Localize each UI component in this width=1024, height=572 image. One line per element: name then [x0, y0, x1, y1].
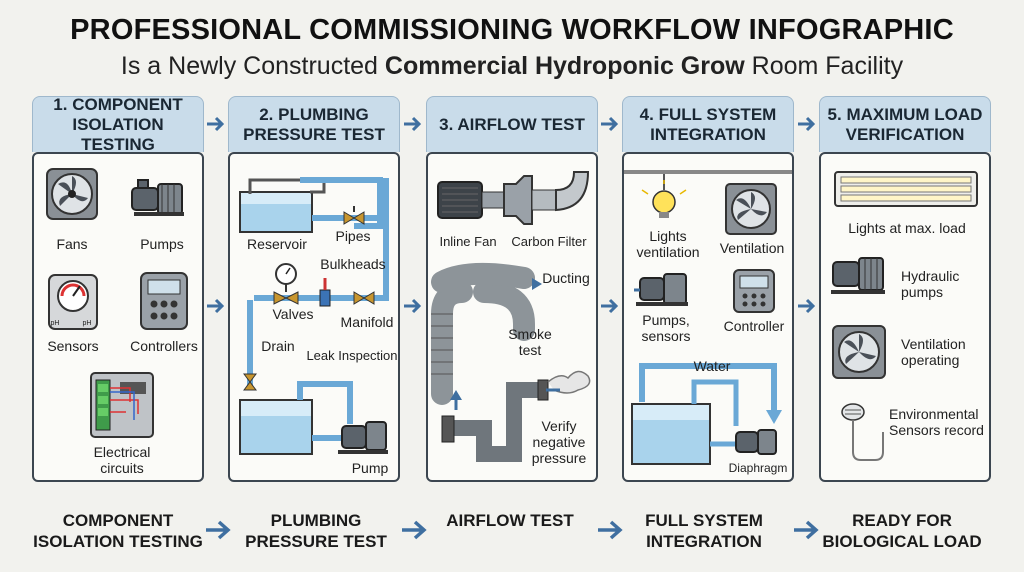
step-4-panel: Lights ventilation Ventilation Pumps, se…: [622, 152, 794, 482]
lights-max-load-label: Lights at max. load: [848, 220, 966, 236]
integration-diagram: [624, 170, 792, 465]
bottom-arrow-icon: [598, 520, 623, 540]
flow-arrow-icon: [207, 116, 225, 132]
flow-arrow-icon: [798, 116, 816, 132]
smoke-test-label: Smoke test: [508, 326, 552, 358]
bottom-arrow-icon: [794, 520, 819, 540]
flow-arrow-icon: [601, 298, 619, 314]
step-2-heading: 2. PLUMBING PRESSURE TEST: [228, 96, 400, 152]
controller-icon: [140, 272, 188, 330]
subtitle-text-end: Room Facility: [744, 52, 904, 80]
page-subtitle: Is a Newly Constructed Commercial Hydrop…: [0, 52, 1024, 81]
pumps-sensors-label: Pumps, sensors: [641, 312, 691, 344]
bottom-arrow-icon: [402, 520, 427, 540]
reservoir-label: Reservoir: [247, 236, 307, 252]
step-2-column: 2. PLUMBING PRESSURE TEST: [228, 96, 400, 152]
fan-icon: [46, 168, 98, 220]
bottom-step-1: COMPONENT ISOLATION TESTING: [33, 511, 203, 551]
step-5-column: 5. MAXIMUM LOAD VERIFICATION: [819, 96, 991, 152]
diaphragm-label: Diaphragm: [728, 461, 788, 475]
bottom-step-2: PLUMBING PRESSURE TEST: [245, 511, 387, 551]
controllers-label: Controllers: [130, 338, 198, 354]
valves-label: Valves: [272, 306, 314, 322]
flow-arrow-icon: [207, 298, 225, 314]
electrical-label: Electrical circuits: [93, 444, 151, 476]
airflow-diagram: [431, 171, 591, 462]
environmental-sensors-label: Environmental Sensors record: [889, 406, 984, 438]
step-1-column: 1. COMPONENT ISOLATION TESTING: [32, 95, 204, 154]
ventilation-operating-label: Ventilation operating: [901, 336, 966, 368]
flow-arrow-icon: [404, 116, 422, 132]
ph-label: pH: [82, 320, 92, 327]
step-5-panel: Lights at max. load Hydraulic pumps Vent…: [819, 152, 991, 482]
bottom-step-5: READY FOR BIOLOGICAL LOAD: [822, 511, 982, 551]
leak-inspection-label: Leak Inspection: [306, 348, 398, 363]
page-title: PROFESSIONAL COMMISSIONING WORKFLOW INFO…: [70, 14, 954, 46]
pumps-label: Pumps: [140, 236, 184, 252]
lights-ventilation-label: Lights ventilation: [636, 228, 700, 260]
step-3-column: 3. AIRFLOW TEST: [426, 96, 598, 152]
flow-arrow-icon: [798, 298, 816, 314]
step-3-heading: 3. AIRFLOW TEST: [426, 96, 598, 152]
max-load-diagram: [831, 171, 978, 461]
drain-label: Drain: [261, 338, 295, 354]
step-4-column: 4. FULL SYSTEM INTEGRATION: [622, 96, 794, 152]
ducting-label: Ducting: [542, 270, 590, 286]
plumbing-diagram: [239, 177, 389, 455]
manifold-label: Manifold: [340, 314, 394, 330]
pipes-label: Pipes: [335, 228, 371, 244]
water-label: Water: [693, 358, 731, 374]
pump-label: Pump: [351, 460, 389, 476]
hydraulic-pumps-label: Hydraulic pumps: [901, 268, 960, 300]
sensors-label: Sensors: [47, 338, 99, 354]
step-1-heading: 1. COMPONENT ISOLATION TESTING: [32, 95, 204, 154]
ph-label: pH: [50, 320, 60, 327]
sensor-icon: [48, 274, 98, 330]
inline-fan-label: Inline Fan: [439, 234, 497, 249]
subtitle-text: Is a Newly Constructed: [120, 52, 385, 80]
step-1-panel: Fans Pumps pH pH Sensors Controllers Ele…: [32, 152, 204, 482]
bulkheads-label: Bulkheads: [320, 256, 386, 272]
step-5-heading: 5. MAXIMUM LOAD VERIFICATION: [819, 96, 991, 152]
subtitle-emphasis: Commercial Hydroponic Grow: [384, 52, 745, 80]
controller-label: Controller: [723, 318, 785, 334]
bottom-arrow-icon: [206, 520, 231, 540]
ventilation-label: Ventilation: [719, 240, 785, 256]
carbon-filter-label: Carbon Filter: [511, 234, 587, 249]
flow-arrow-icon: [601, 116, 619, 132]
verify-pressure-label: Verify negative pressure: [531, 418, 587, 466]
pump-icon: [131, 179, 184, 216]
fans-label: Fans: [56, 236, 88, 252]
step-4-heading: 4. FULL SYSTEM INTEGRATION: [622, 96, 794, 152]
electrical-panel-icon: [90, 372, 154, 438]
step-2-panel: Reservoir Pipes Bulkheads Valves Manifol…: [228, 152, 400, 482]
bottom-step-3: AIRFLOW TEST: [446, 511, 574, 530]
step-3-panel: Inline Fan Carbon Filter Ducting Smoke t…: [426, 152, 598, 482]
bottom-step-4: FULL SYSTEM INTEGRATION: [645, 511, 763, 551]
flow-arrow-icon: [404, 298, 422, 314]
